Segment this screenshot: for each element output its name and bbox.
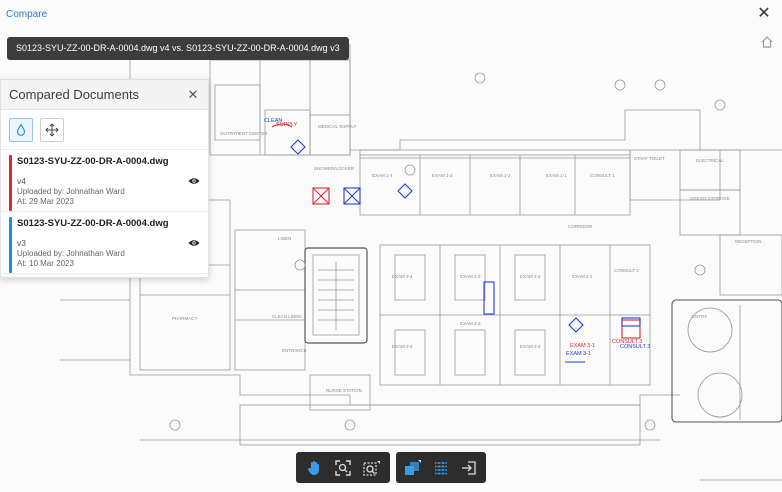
panel-title: Compared Documents [9, 87, 140, 102]
svg-text:EXAM 3-1: EXAM 3-1 [566, 351, 591, 357]
visibility-eye-icon[interactable] [188, 177, 200, 185]
svg-text:RECEPTION: RECEPTION [735, 239, 761, 244]
svg-text:STAFF TOILET: STAFF TOILET [634, 156, 665, 161]
layers-icon [435, 460, 447, 475]
svg-text:EXAM 3-2: EXAM 3-2 [520, 344, 541, 349]
align-button[interactable] [40, 117, 64, 142]
document-color-bar [9, 217, 12, 273]
svg-text:ENTRY: ENTRY [692, 314, 707, 319]
svg-text:CLEAN LINEN: CLEAN LINEN [272, 314, 302, 319]
svg-text:CORRIDOR: CORRIDOR [568, 224, 593, 229]
document-uploader: Uploaded by: Johnathan Ward [17, 187, 125, 196]
svg-text:EXAM 3-4: EXAM 3-4 [392, 344, 413, 349]
svg-text:SUPPLY: SUPPLY [276, 122, 298, 128]
svg-text:CONSULT 3: CONSULT 3 [612, 339, 642, 345]
svg-text:EXAM 3-1: EXAM 3-1 [570, 343, 595, 349]
zoom-fit-icon [335, 459, 351, 476]
svg-text:EXAM 2-1: EXAM 2-1 [572, 274, 593, 279]
svg-text:CLEAN: CLEAN [264, 118, 282, 124]
document-version: v3 [17, 238, 26, 248]
document-name: S0123-SYU-ZZ-00-DR-A-0004.dwg [17, 156, 169, 167]
svg-text:NURSE STATION: NURSE STATION [326, 388, 362, 393]
svg-text:OUTPATIENT CENTER: OUTPATIENT CENTER [220, 131, 268, 136]
home-icon[interactable] [760, 35, 774, 49]
pan-icon [307, 460, 319, 475]
zoom-window-icon [363, 460, 381, 476]
document-uploader: Uploaded by: Johnathan Ward [17, 249, 125, 258]
comparison-title: S0123-SYU-ZZ-00-DR-A-0004.dwg v4 vs. S01… [7, 37, 349, 60]
svg-text:SOILED STORAGE: SOILED STORAGE [690, 196, 730, 201]
close-viewer-button[interactable]: ✕ [757, 5, 771, 22]
drop-icon [16, 122, 26, 136]
svg-text:MEDICAL SUPPLY: MEDICAL SUPPLY [318, 124, 357, 129]
svg-text:EXAM 1-1: EXAM 1-1 [546, 173, 567, 178]
panel-tools [1, 110, 208, 150]
svg-text:CONSULT 1: CONSULT 1 [590, 173, 615, 178]
navigation-toolbar [296, 452, 390, 483]
svg-text:ENTRANCE: ENTRANCE [282, 348, 307, 353]
panel-close-button[interactable]: ✕ [187, 86, 199, 102]
svg-text:EXAM 2-4: EXAM 2-4 [392, 274, 413, 279]
svg-text:EXAM 1-3: EXAM 1-3 [432, 173, 453, 178]
svg-text:CONSULT 2: CONSULT 2 [614, 268, 639, 273]
svg-text:CONSULT 3: CONSULT 3 [620, 344, 650, 350]
svg-text:ELECTRICAL: ELECTRICAL [696, 158, 724, 163]
document-color-bar [9, 155, 12, 211]
compared-documents-panel: Compared Documents ✕ S0123-SYU-ZZ-00-DR-… [0, 79, 209, 278]
visibility-eye-icon[interactable] [188, 239, 200, 247]
svg-text:EXAM 2-2: EXAM 2-2 [520, 274, 541, 279]
document-item[interactable]: S0123-SYU-ZZ-00-DR-A-0004.dwg v4 Uploade… [1, 150, 208, 212]
document-name: S0123-SYU-ZZ-00-DR-A-0004.dwg [17, 218, 169, 229]
pan-button[interactable] [300, 455, 327, 480]
compare-overlay-button[interactable] [400, 455, 426, 480]
document-date: At: 29 Mar 2023 [17, 197, 74, 206]
svg-text:EXAM 1-4: EXAM 1-4 [372, 173, 393, 178]
layers-button[interactable] [428, 455, 454, 480]
document-item[interactable]: S0123-SYU-ZZ-00-DR-A-0004.dwg v3 Uploade… [1, 212, 208, 274]
compare-label[interactable]: Compare [6, 9, 48, 20]
zoom-fit-button[interactable] [329, 455, 356, 480]
svg-text:SHOWER/LOCKER: SHOWER/LOCKER [314, 166, 355, 171]
svg-text:EXAM 2-3: EXAM 2-3 [460, 274, 481, 279]
svg-text:PHARMACY: PHARMACY [172, 316, 198, 321]
zoom-window-button[interactable] [359, 455, 386, 480]
compare-overlay-icon [405, 459, 421, 475]
svg-text:LINEN: LINEN [278, 236, 291, 241]
document-date: At: 10 Mar 2023 [17, 259, 74, 268]
compare-mode-button[interactable] [9, 117, 33, 142]
document-version: v4 [17, 176, 26, 186]
panel-header: Compared Documents ✕ [1, 80, 208, 110]
move-icon [45, 123, 59, 136]
compare-toolbar [396, 452, 486, 483]
svg-text:EXAM 1-2: EXAM 1-2 [490, 173, 511, 178]
exit-icon [462, 460, 476, 475]
svg-text:EXAM 3-3: EXAM 3-3 [460, 321, 481, 326]
exit-compare-button[interactable] [456, 455, 482, 480]
